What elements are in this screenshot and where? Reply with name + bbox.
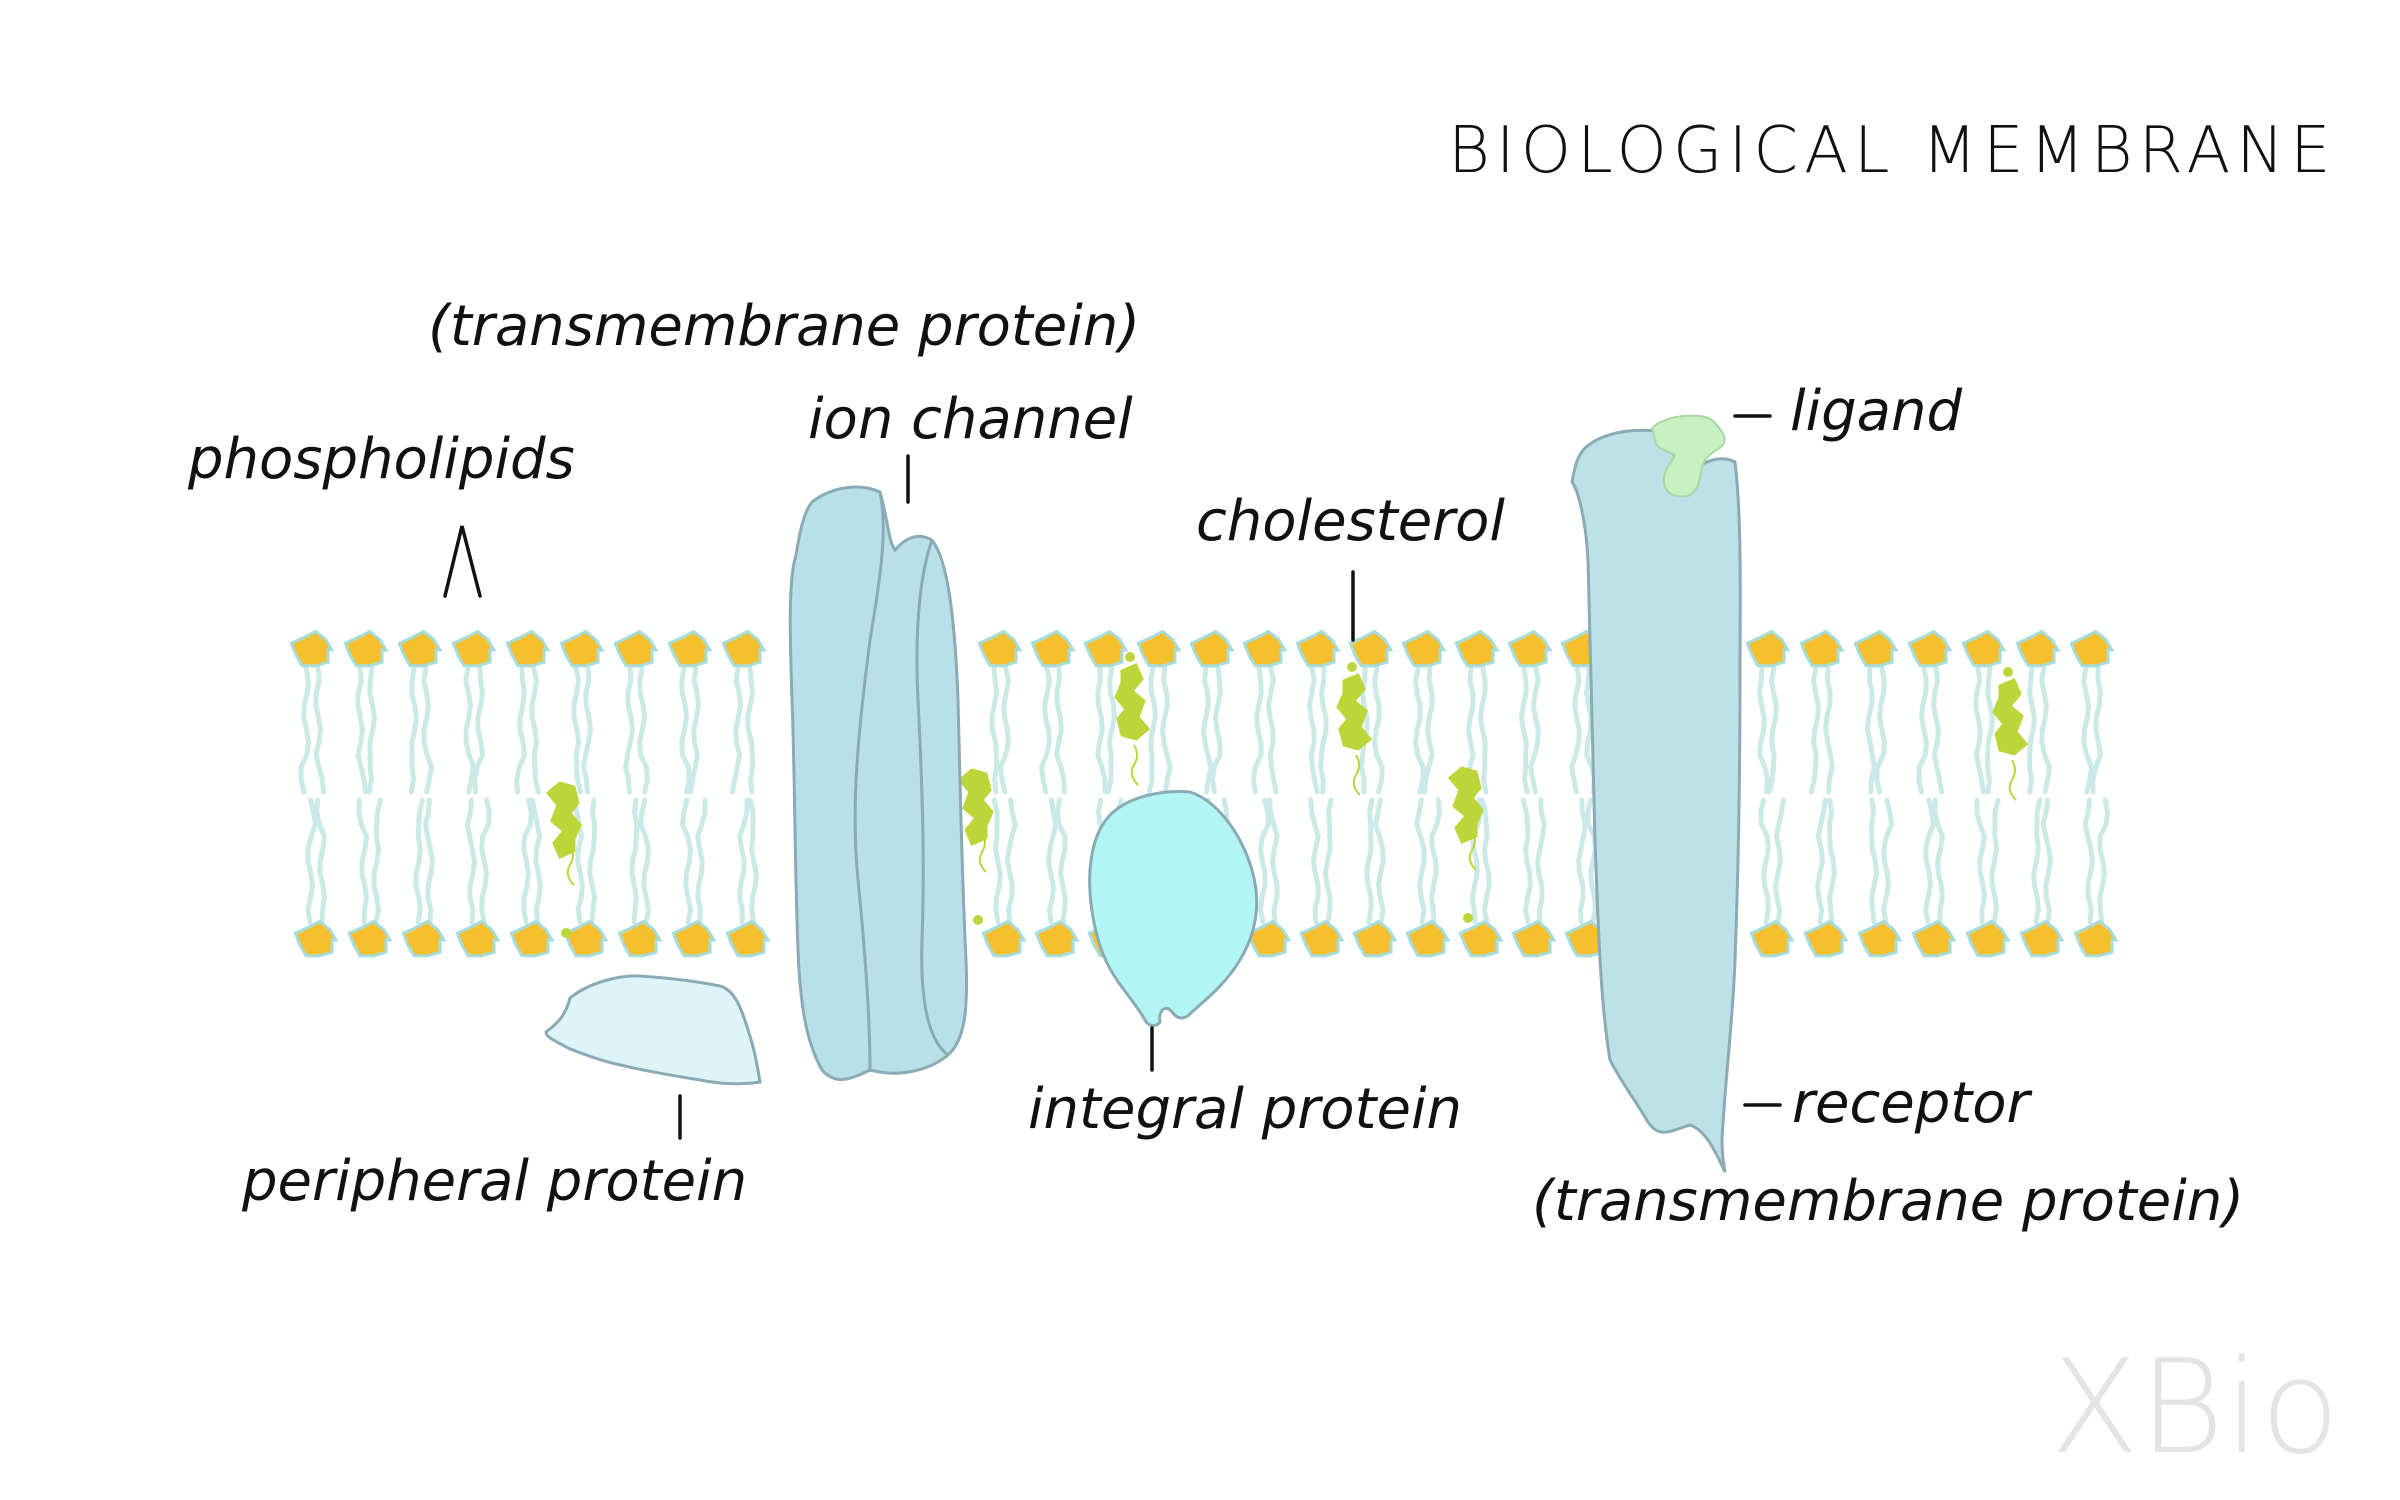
phospholipid-upper <box>667 629 713 795</box>
phospholipid-upper <box>505 629 551 795</box>
phospholipid-lower <box>725 797 771 958</box>
receptor-label: receptor <box>1792 1071 2032 1136</box>
phospholipid-lower <box>1246 797 1292 958</box>
cholesterol-molecule <box>1447 766 1484 923</box>
phospholipid-upper <box>451 629 497 795</box>
phospholipid-lower <box>1965 797 2011 958</box>
phospholipid-upper <box>289 629 335 795</box>
phospholipid-upper <box>1030 629 1076 795</box>
cholesterol-molecule <box>957 768 994 925</box>
phospholipid-lower <box>1857 797 1903 958</box>
ligand-molecule <box>1650 414 1726 498</box>
phospholipid-upper <box>2015 629 2061 795</box>
phospholipid-lower <box>1299 797 1345 958</box>
phospholipid-lower <box>455 797 501 958</box>
phospholipid-upper <box>1242 629 1288 795</box>
phospholipid-lower <box>347 797 393 958</box>
phospholipid-lower <box>2019 797 2065 958</box>
phospholipid-upper <box>397 629 443 795</box>
phospholipid-upper <box>1083 629 1129 795</box>
phospholipids-label: phospholipids <box>187 427 575 492</box>
cholesterol-molecule <box>545 781 582 938</box>
phospholipid-upper <box>613 629 659 795</box>
phospholipid-lower <box>1352 797 1398 958</box>
phospholipid-upper <box>1961 629 2007 795</box>
phospholipid-lower <box>2073 797 2119 958</box>
cholesterol-label: cholesterol <box>1196 489 1505 554</box>
receptor-protein <box>1570 428 1742 1173</box>
transmembrane-protein-label-bottom: (transmembrane protein) <box>1532 1169 2244 1234</box>
phospholipid-upper <box>1799 629 1845 795</box>
peripheral-protein <box>544 974 762 1086</box>
ion-channel-protein <box>788 485 969 1081</box>
phospholipid-upper <box>1507 629 1553 795</box>
phospholipid-upper <box>343 629 389 795</box>
phospholipid-upper <box>559 629 605 795</box>
phospholipid-lower <box>401 797 447 958</box>
phospholipid-lower <box>1511 797 1557 958</box>
phospholipid-lower <box>1034 797 1080 958</box>
phospholipid-lower <box>671 797 717 958</box>
ligand-label: ligand <box>1790 379 1962 444</box>
phospholipid-upper <box>1401 629 1447 795</box>
phospholipid-lower <box>1803 797 1849 958</box>
transmembrane-protein-label-top: (transmembrane protein) <box>428 294 1140 359</box>
cholesterol-molecules <box>545 652 2029 938</box>
integral-protein <box>1088 790 1259 1028</box>
cholesterol-molecule <box>1114 652 1151 786</box>
phospholipid-lower <box>509 797 555 958</box>
phospholipid-upper <box>1136 629 1182 795</box>
phospholipid-upper <box>1295 629 1341 795</box>
cholesterol-molecule <box>1992 667 2029 801</box>
phospholipid-upper <box>977 629 1023 795</box>
phospholipid-upper <box>1907 629 1953 795</box>
peripheral-protein-label: peripheral protein <box>241 1149 747 1214</box>
phospholipid-lower <box>1749 797 1795 958</box>
phospholipid-lower <box>617 797 663 958</box>
xbio-watermark-logo: XBio <box>2050 1331 2340 1483</box>
cholesterol-molecule <box>1336 662 1373 796</box>
ion-channel-label: ion channel <box>808 387 1133 452</box>
phospholipid-lower <box>1911 797 1957 958</box>
phospholipid-lower <box>1405 797 1451 958</box>
phospholipid-upper <box>1745 629 1791 795</box>
phospholipid-lower <box>981 797 1027 958</box>
phospholipid-lower <box>293 797 339 958</box>
phospholipid-upper <box>1853 629 1899 795</box>
phospholipid-upper <box>1189 629 1235 795</box>
diagram-title: BIOLOGICAL MEMBRANE <box>1448 114 2337 188</box>
phospholipids-pointer <box>443 525 482 598</box>
phospholipid-upper <box>2069 629 2115 795</box>
integral-protein-label: integral protein <box>1028 1077 1462 1142</box>
phospholipid-upper <box>721 629 767 795</box>
